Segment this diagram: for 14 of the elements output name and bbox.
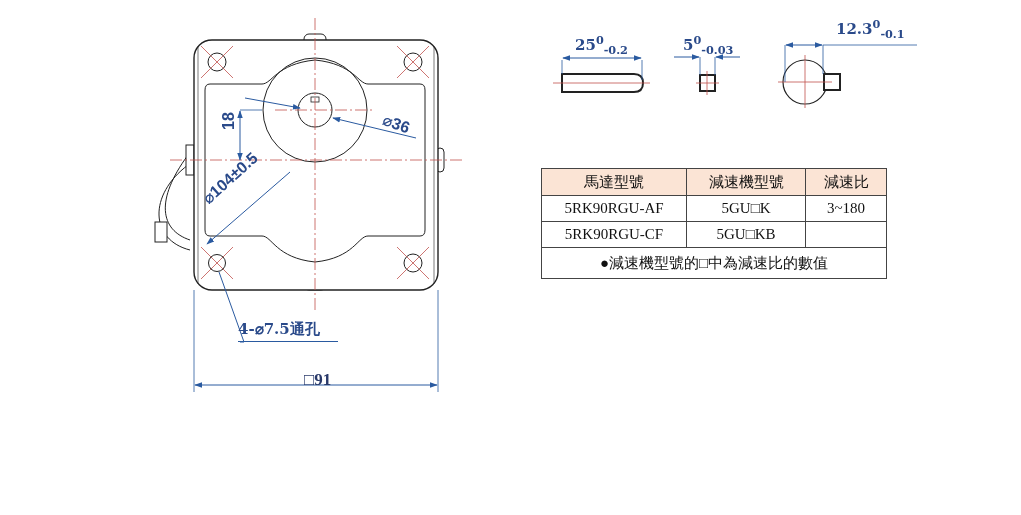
table-text: ●減速機型號的□中為減速比的數值 <box>599 253 829 273</box>
table-text: 5RK90RGU-CF <box>564 226 664 243</box>
dimension-label: □91 <box>304 371 332 388</box>
table-header: 減速比 <box>823 172 869 192</box>
table-text: 5GU□KB <box>716 226 776 243</box>
leader-line <box>218 271 245 343</box>
table-header: 減速機型號 <box>708 172 784 192</box>
table-header: 馬達型號 <box>584 172 644 192</box>
table-text: 3~180 <box>826 200 866 217</box>
table-text: 5RK90RGU-AF <box>564 200 664 217</box>
dimension-label: 18 <box>221 112 237 130</box>
dimension-label: ⌀36 <box>380 112 412 137</box>
callout-text: 4-⌀7.5通孔 <box>238 322 321 337</box>
table-text: 5GU□K <box>721 200 771 217</box>
